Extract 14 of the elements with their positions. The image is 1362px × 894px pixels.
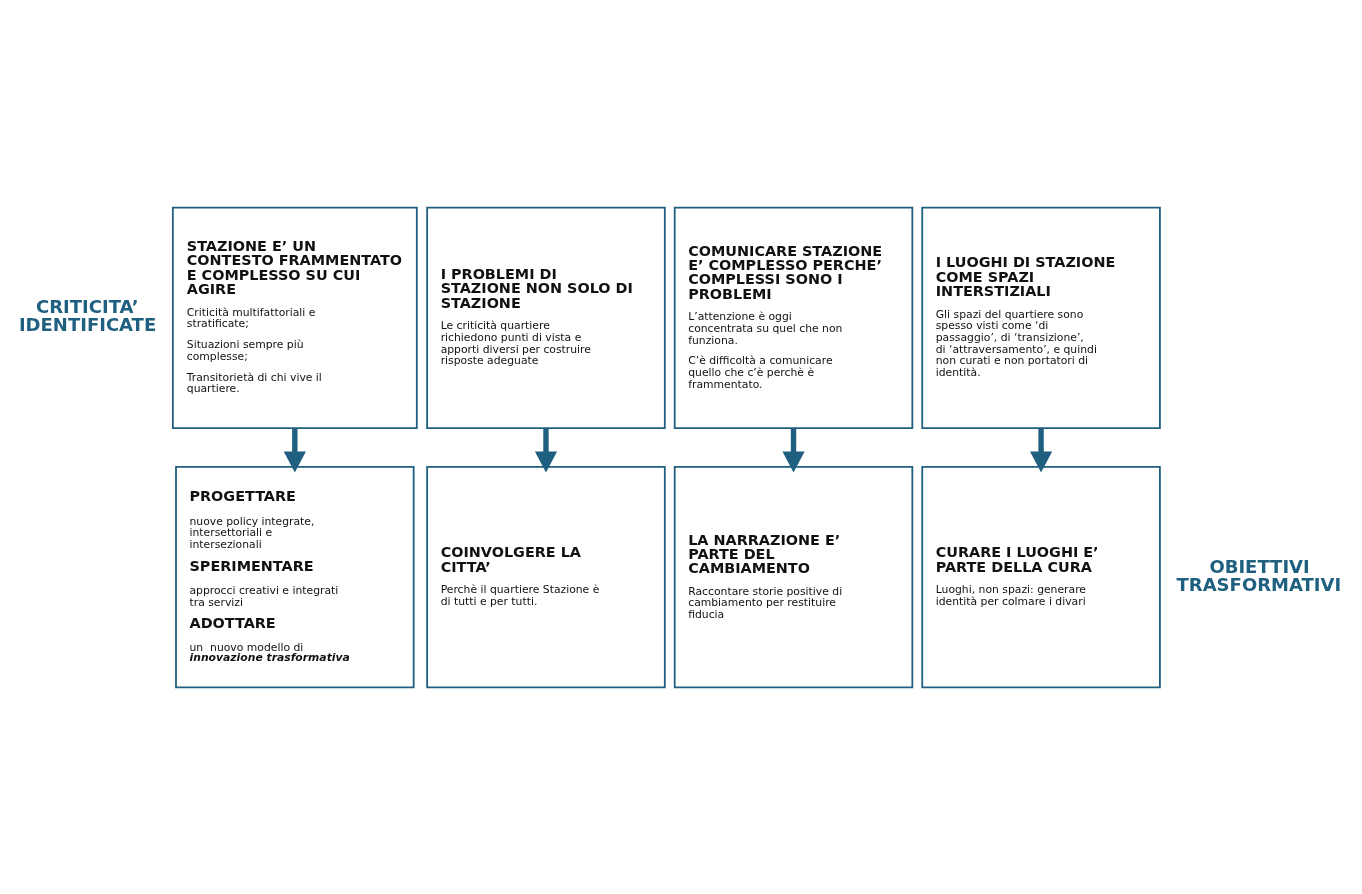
node-box: COMUNICARE STAZIONE E’ COMPLESSO PERCHE’ COMPLESSI SONO I PROBLEMI L’attenzione è oggi concentrata su quel che non funziona. C’è difficoltà a comunicare quello che c’è perchè è frammentato. bbox=[673, 206, 914, 429]
arrow bbox=[782, 427, 805, 473]
node-box: LA NARRAZIONE E’ PARTE DEL CAMBIAMENTO Raccontare storie positive di cambiamento per restituire fiducia bbox=[673, 465, 914, 688]
node-box: PROGETTARE nuove policy integrate, intersettoriali e intersezionali SPERIMENTARE approcci creativi e integrati tra servizi ADOTTARE un nuovo modello di innovazione trasformativa bbox=[175, 465, 415, 688]
label: CRITICITA’ IDENTIFICATE bbox=[18, 295, 157, 335]
node-box: I PROBLEMI DI STAZIONE NON SOLO DI STAZIONE Le criticità quartiere richiedono punti di vista e apporti diversi per costruire risposte adeguate bbox=[426, 206, 666, 429]
arrow bbox=[534, 427, 558, 473]
label: OBIETTIVI TRASFORMATIVI bbox=[1176, 555, 1342, 595]
node-box: CURARE I LUOGHI E’ PARTE DELLA CURA Luoghi, non spazi: generare identità per colmare i divari bbox=[921, 465, 1161, 688]
node-box: STAZIONE E’ UN CONTESTO FRAMMENTATO E COMPLESSO SU CUI AGIRE Criticità multifattoriali e stratificate; Situazioni sempre più complesse; Transitorietà di chi vive il quartiere. bbox=[171, 206, 418, 429]
arrow bbox=[283, 427, 306, 473]
arrow bbox=[1030, 427, 1053, 473]
node-box: COINVOLGERE LA CITTA’ Perchè il quartiere Stazione è di tutti e per tutti. bbox=[426, 465, 666, 688]
node-box: I LUOGHI DI STAZIONE COME SPAZI INTERSTIZIALI Gli spazi del quartiere sono spesso visti come ‘di passaggio’, di ‘transizione’, di ‘attraversamento’, e quindi non curati e non portatori di identità. bbox=[921, 206, 1161, 429]
